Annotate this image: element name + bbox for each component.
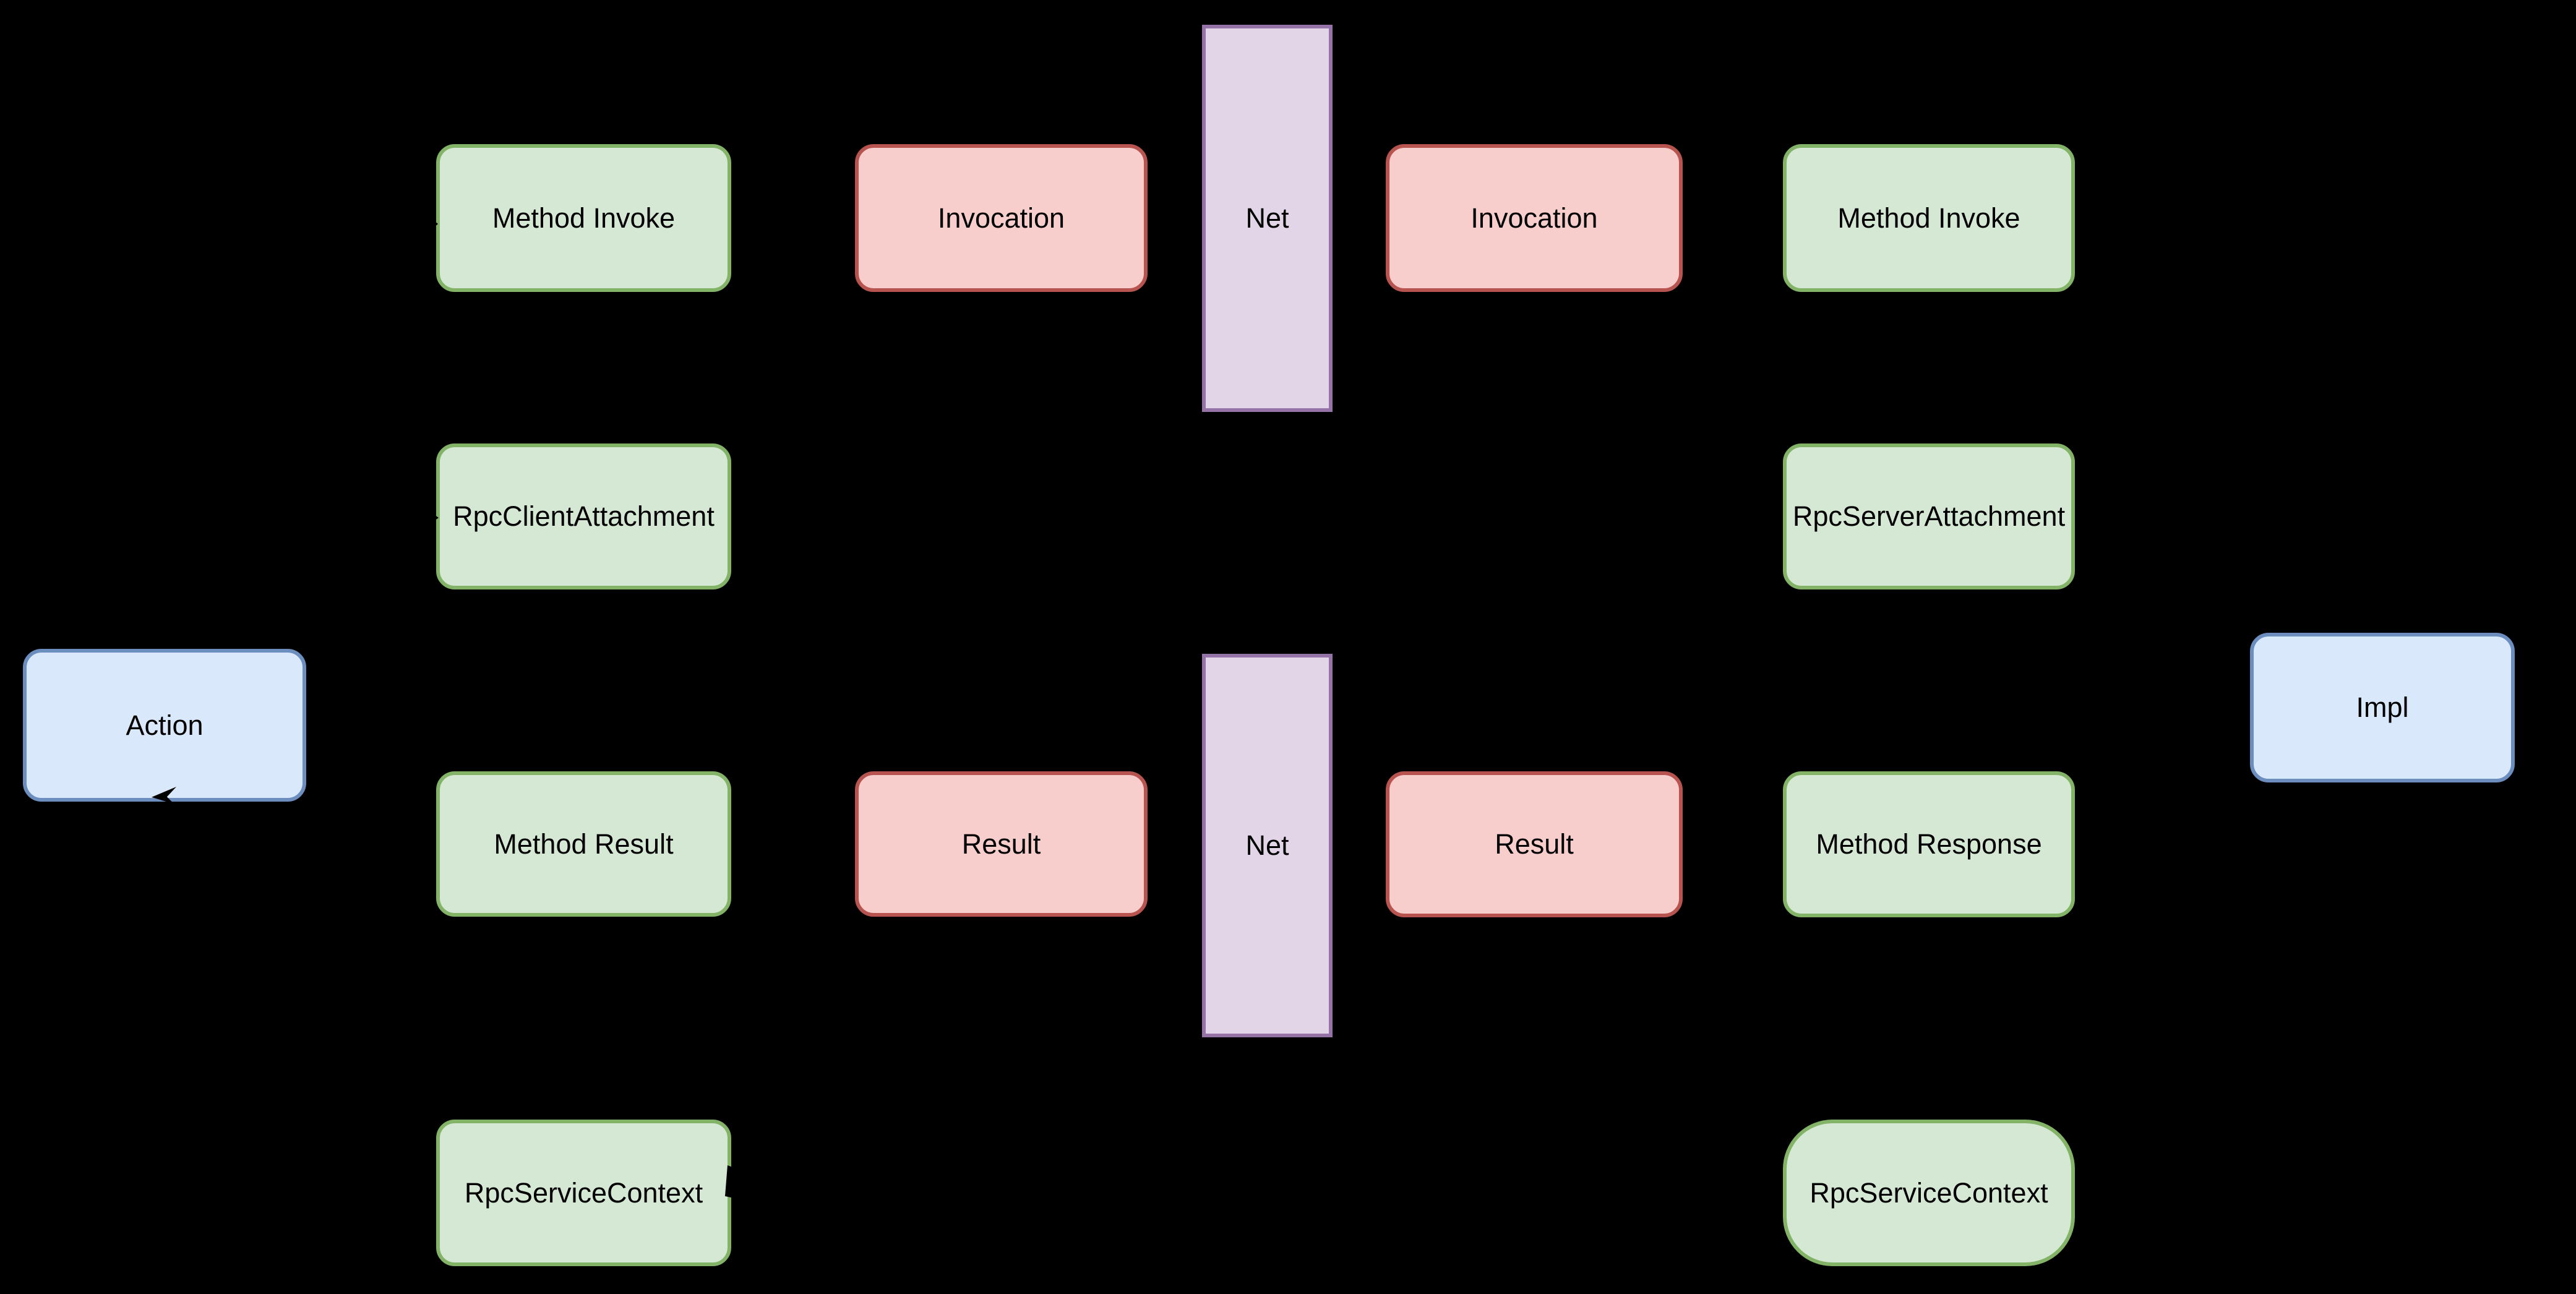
node-method-invoke-server: Method Invoke: [1783, 144, 2075, 292]
node-net-top: Net: [1202, 25, 1333, 412]
node-rpc-service-context-server-label: RpcServiceContext: [1810, 1176, 2048, 1209]
node-invocation-server: Invocation: [1386, 144, 1683, 292]
node-result-client: Result: [855, 771, 1148, 917]
node-method-invoke-client: Method Invoke: [436, 144, 731, 292]
node-action: Action: [23, 649, 306, 802]
node-method-result: Method Result: [436, 771, 731, 917]
node-method-response-label: Method Response: [1816, 828, 2042, 860]
node-method-result-label: Method Result: [494, 828, 674, 860]
node-method-response: Method Response: [1783, 771, 2075, 917]
node-rpc-client-attachment: RpcClientAttachment: [436, 443, 731, 589]
node-result-client-label: Result: [961, 828, 1041, 860]
node-invocation-client-label: Invocation: [937, 202, 1065, 234]
node-rpc-client-attachment-label: RpcClientAttachment: [453, 500, 715, 533]
node-impl: Impl: [2250, 633, 2515, 782]
node-invocation-client: Invocation: [855, 144, 1148, 292]
node-rpc-service-context-server: RpcServiceContext: [1783, 1120, 2075, 1266]
node-rpc-server-attachment: RpcServerAttachment: [1783, 443, 2075, 589]
node-rpc-service-context-client: RpcServiceContext: [436, 1120, 731, 1266]
node-rpc-server-attachment-label: RpcServerAttachment: [1792, 500, 2066, 533]
node-net-bottom: Net: [1202, 654, 1333, 1037]
node-rpc-service-context-client-label: RpcServiceContext: [464, 1176, 703, 1209]
node-method-invoke-server-label: Method Invoke: [1837, 202, 2020, 234]
node-impl-label: Impl: [2356, 692, 2409, 724]
node-invocation-server-label: Invocation: [1470, 202, 1598, 234]
node-action-label: Action: [126, 709, 204, 741]
node-net-bottom-label: Net: [1245, 829, 1289, 862]
node-result-server-label: Result: [1495, 828, 1574, 860]
node-net-top-label: Net: [1245, 202, 1289, 234]
node-result-server: Result: [1386, 771, 1683, 917]
node-method-invoke-client-label: Method Invoke: [492, 202, 676, 234]
